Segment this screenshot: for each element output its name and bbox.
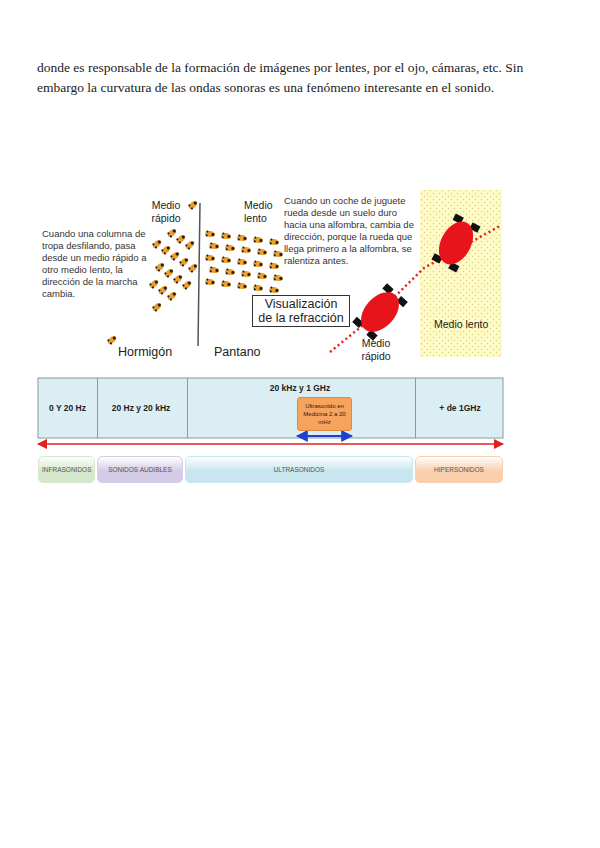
- node-text: + de 1GHz: [416, 403, 504, 414]
- range-cell: 20 kHz y 1 GHzUltrasonido en Medicina 2 …: [185, 378, 416, 438]
- range-cell: + de 1GHz: [413, 378, 507, 438]
- soldier: [151, 301, 163, 312]
- soldier: [106, 334, 118, 345]
- soldier: [184, 239, 196, 250]
- soldier: [205, 230, 216, 238]
- soldier: [269, 286, 280, 294]
- soldier: [151, 238, 163, 249]
- soldier: [241, 270, 252, 278]
- soldier: [209, 266, 220, 274]
- soldier: [172, 273, 184, 284]
- soldier: [257, 272, 268, 280]
- soldier: [187, 199, 199, 210]
- soldier: [160, 244, 172, 255]
- carpet-region: [420, 190, 502, 357]
- explanation-note: Cuando una columna de tropa desfilando, …: [42, 228, 148, 300]
- soldier: [237, 258, 248, 266]
- ground-label: Pantano: [214, 345, 274, 360]
- soldier: [253, 236, 264, 244]
- soldier: [237, 234, 248, 242]
- soldier: [181, 279, 193, 290]
- soldier: [273, 274, 284, 282]
- soldier: [237, 282, 248, 290]
- soldier: [166, 290, 178, 301]
- boundary-line: [198, 203, 200, 346]
- soldier: [187, 262, 199, 273]
- soldier: [209, 242, 220, 250]
- node-text: Ultrasonido en Medicina 2 a 20 mHz: [300, 402, 349, 426]
- explanation-note: Cuando un coche de juguete rueda desde u…: [284, 195, 418, 267]
- soldier: [221, 232, 232, 240]
- band-label: ULTRASONIDOS: [185, 456, 413, 483]
- medium-label: Medio lento: [244, 199, 284, 225]
- range-arrow: [297, 435, 352, 437]
- ground-label: Hormigón: [118, 345, 188, 360]
- soldier: [253, 260, 264, 268]
- spectrum-bar: [38, 378, 503, 438]
- range-cell: 20 Hz y 20 kHz: [95, 378, 188, 438]
- toy-car: [431, 213, 482, 273]
- node-text: Visualización de la refracción: [256, 297, 346, 325]
- band-label: SONIDOS AUDIBLES: [97, 456, 183, 483]
- node-text: INFRASONIDOS: [42, 466, 91, 474]
- highlight-box: Ultrasonido en Medicina 2 a 20 mHz: [297, 397, 352, 431]
- soldier: [166, 227, 178, 238]
- soldier: [241, 246, 252, 254]
- caption-box: Visualización de la refracción: [252, 295, 350, 327]
- band-label: INFRASONIDOS: [38, 456, 95, 483]
- range-cell: 0 Y 20 Hz: [38, 378, 98, 438]
- soldier: [269, 238, 280, 246]
- soldier: [269, 262, 280, 270]
- medium-label: Medio rápido: [140, 199, 192, 225]
- soldier: [205, 254, 216, 262]
- soldier: [163, 267, 175, 278]
- node-text: ULTRASONIDOS: [189, 466, 409, 474]
- band-label: HIPERSONIDOS: [415, 456, 503, 483]
- soldier: [253, 284, 264, 292]
- frequency-axis: [38, 443, 503, 445]
- node-text: 20 kHz y 1 GHz: [187, 383, 413, 394]
- soldier: [225, 244, 236, 252]
- carpet-region: Medio lento: [420, 190, 506, 357]
- toy-car: [351, 283, 408, 342]
- soldier: [178, 256, 190, 267]
- node-text: 0 Y 20 Hz: [41, 403, 94, 414]
- soldier: [205, 278, 216, 286]
- medium-label: Medio rápido: [353, 337, 399, 363]
- soldier: [257, 248, 268, 256]
- soldier: [154, 261, 166, 272]
- soldier: [175, 233, 187, 244]
- soldier: [157, 284, 169, 295]
- node-text: SONIDOS AUDIBLES: [101, 466, 179, 474]
- soldier: [148, 278, 160, 289]
- soldier: [169, 250, 181, 261]
- node-text: 20 Hz y 20 kHz: [98, 403, 184, 414]
- soldier: [225, 268, 236, 276]
- node-text: Medio lento: [434, 318, 492, 331]
- soldier: [221, 280, 232, 288]
- body-paragraph: donde es responsable de la formación de …: [37, 58, 565, 98]
- soldier: [221, 256, 232, 264]
- soldier: [273, 250, 284, 258]
- node-text: HIPERSONIDOS: [419, 466, 499, 474]
